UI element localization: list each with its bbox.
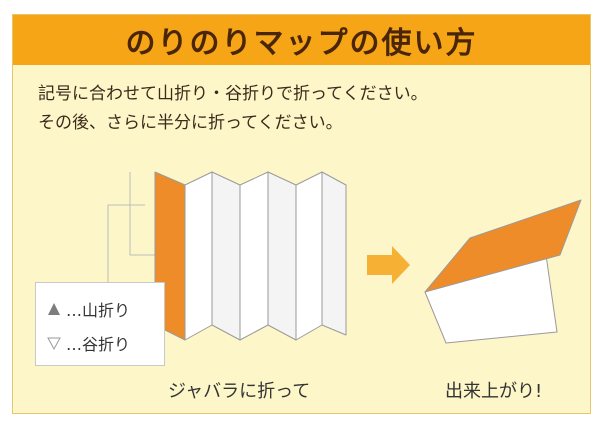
accordion-panel-1	[184, 171, 213, 341]
accordion-panel-5	[295, 171, 323, 341]
leader-lines	[107, 172, 155, 282]
finished-map-front	[424, 199, 582, 293]
accordion-panel-3	[239, 171, 269, 341]
valley-fold-icon	[47, 337, 61, 351]
legend-valley-label: …谷折り	[66, 335, 131, 354]
legend-valley: …谷折り	[46, 331, 130, 355]
mountain-fold-icon	[48, 303, 60, 315]
legend-mountain-label: …山折り	[66, 301, 131, 320]
accordion-panel-2	[211, 171, 241, 341]
finished-map	[424, 199, 582, 344]
accordion-panel-6	[321, 171, 347, 336]
accordion-panel-4	[267, 171, 297, 341]
caption-done: 出来上がり!	[445, 381, 543, 402]
accordion-map	[154, 171, 347, 341]
title-bar: のりのりマップの使い方	[13, 15, 590, 65]
page-title: のりのりマップの使い方	[125, 26, 478, 61]
legend-mountain: …山折り	[46, 297, 130, 321]
fold-legend: …山折り …谷折り	[35, 282, 165, 366]
caption-accordion: ジャバラに折って	[168, 381, 311, 402]
right-arrow-icon	[367, 246, 410, 284]
instruction-text: 記号に合わせて山折り・谷折りで折ってください。 その後、さらに半分に折ってくださ…	[38, 84, 428, 133]
